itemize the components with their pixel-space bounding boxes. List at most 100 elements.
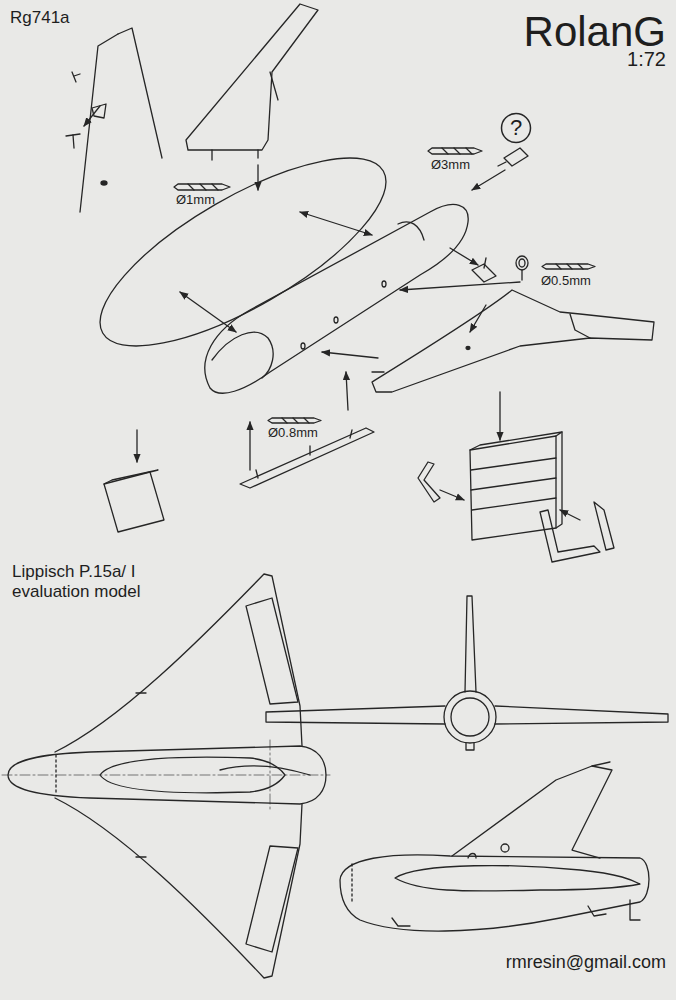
small-parts-line bbox=[516, 256, 528, 270]
drill-size: Ø1mm bbox=[176, 193, 215, 208]
small-parts-line bbox=[101, 181, 107, 185]
fin-part-line bbox=[257, 165, 258, 190]
top-view-line bbox=[246, 846, 298, 952]
small-parts-line bbox=[118, 28, 162, 158]
wing-part bbox=[372, 290, 654, 392]
front-view-line bbox=[495, 706, 668, 724]
node-text: ? bbox=[510, 117, 522, 139]
fin-part-line bbox=[270, 72, 278, 100]
front-view-line bbox=[466, 743, 474, 750]
assembly-arrow-line bbox=[249, 422, 250, 470]
front-view-line bbox=[451, 698, 489, 736]
side-view-line bbox=[392, 906, 606, 926]
side-view-line bbox=[592, 762, 610, 766]
small-parts-line bbox=[521, 270, 522, 280]
drill-size: Ø0.5mm bbox=[541, 274, 591, 289]
wing-part-line bbox=[372, 371, 384, 372]
small-parts-line bbox=[504, 148, 528, 166]
front-view-line bbox=[266, 706, 445, 724]
drill-symbol-line bbox=[442, 148, 472, 154]
side-view-line bbox=[340, 855, 649, 931]
drill-symbol-line bbox=[428, 148, 482, 154]
assembly-arrow-line bbox=[322, 352, 378, 358]
assembly-arrow bbox=[137, 170, 580, 520]
drill-symbol-line bbox=[188, 184, 218, 190]
small-parts bbox=[472, 148, 528, 282]
fuselage-half-line bbox=[75, 123, 411, 380]
top-view-line bbox=[246, 598, 298, 704]
small-parts-line bbox=[73, 135, 74, 148]
top-view-line bbox=[55, 798, 302, 978]
drill-size: Ø0.8mm bbox=[268, 426, 318, 441]
fuselage-part-line bbox=[382, 281, 386, 287]
small-parts bbox=[66, 28, 162, 212]
drill-symbol bbox=[174, 184, 230, 190]
assembly-arrow-line bbox=[400, 282, 520, 290]
assembly-arrow-line bbox=[499, 392, 500, 440]
small-parts-line bbox=[72, 72, 76, 82]
stand-part bbox=[418, 432, 614, 562]
fin-part bbox=[186, 4, 318, 190]
stand-part-line bbox=[471, 458, 556, 510]
wing-part-line bbox=[372, 290, 654, 392]
fuselage-part-line bbox=[334, 317, 338, 323]
assembly-arrow-line bbox=[180, 292, 236, 332]
fin-part-line bbox=[212, 150, 258, 160]
drill-symbol-line bbox=[542, 264, 595, 269]
small-parts-line bbox=[498, 162, 506, 166]
small-parts-line bbox=[74, 74, 80, 76]
top-view-line bbox=[270, 740, 271, 810]
block-part-line bbox=[104, 472, 164, 532]
stand-part-line bbox=[418, 462, 440, 502]
assembly-arrow-line bbox=[440, 490, 464, 500]
stand-part-line bbox=[556, 432, 562, 528]
assembly-arrow-line bbox=[560, 510, 580, 520]
top-view-line bbox=[136, 692, 146, 693]
drill-symbol bbox=[542, 264, 595, 269]
top-view bbox=[2, 574, 330, 978]
circle-outline bbox=[502, 114, 531, 143]
front-view-line bbox=[444, 691, 496, 743]
side-view-line bbox=[395, 866, 640, 891]
assembly-arrow-line bbox=[450, 248, 478, 265]
side-view-line bbox=[630, 900, 640, 920]
scale-text: 1:72 bbox=[627, 48, 666, 71]
side-view-line bbox=[452, 766, 612, 858]
small-parts-line bbox=[92, 104, 106, 118]
drill-symbol-line bbox=[174, 184, 230, 190]
top-view-line bbox=[220, 766, 310, 775]
drill-symbol bbox=[268, 418, 321, 423]
fuselage-part-line bbox=[301, 343, 305, 349]
drill-symbol-line bbox=[556, 264, 583, 269]
side-view-line bbox=[468, 854, 476, 859]
drill-size: Ø3mm bbox=[431, 158, 470, 173]
assembly-arrow-line bbox=[346, 372, 348, 410]
side-view-line bbox=[501, 844, 509, 852]
small-parts-line bbox=[519, 259, 525, 267]
front-view bbox=[266, 596, 668, 750]
drill-symbol-line bbox=[268, 418, 321, 423]
side-view-line bbox=[351, 864, 352, 904]
top-view-line bbox=[55, 574, 302, 752]
stand-part-line bbox=[470, 432, 562, 450]
wing-part-line bbox=[570, 314, 590, 338]
assembly-arrow-line bbox=[300, 212, 372, 235]
assembly-arrow-line bbox=[136, 430, 137, 462]
small-parts-line bbox=[80, 34, 118, 212]
top-view-line bbox=[136, 856, 146, 857]
drill-symbol-line bbox=[282, 418, 309, 423]
stand-part-line bbox=[540, 510, 600, 562]
fuselage-part-line bbox=[398, 222, 424, 240]
kit-number: Rg741a bbox=[10, 8, 70, 28]
stand-part-line bbox=[594, 502, 614, 550]
small-parts-line bbox=[84, 106, 100, 126]
assembly-arrow-line bbox=[472, 170, 505, 190]
top-view-line bbox=[2, 775, 330, 776]
block-part bbox=[104, 470, 164, 532]
wing-part-line bbox=[466, 347, 470, 350]
fuselage-part-line bbox=[212, 332, 273, 378]
block-part-line bbox=[104, 470, 158, 484]
front-view-line bbox=[465, 596, 476, 692]
